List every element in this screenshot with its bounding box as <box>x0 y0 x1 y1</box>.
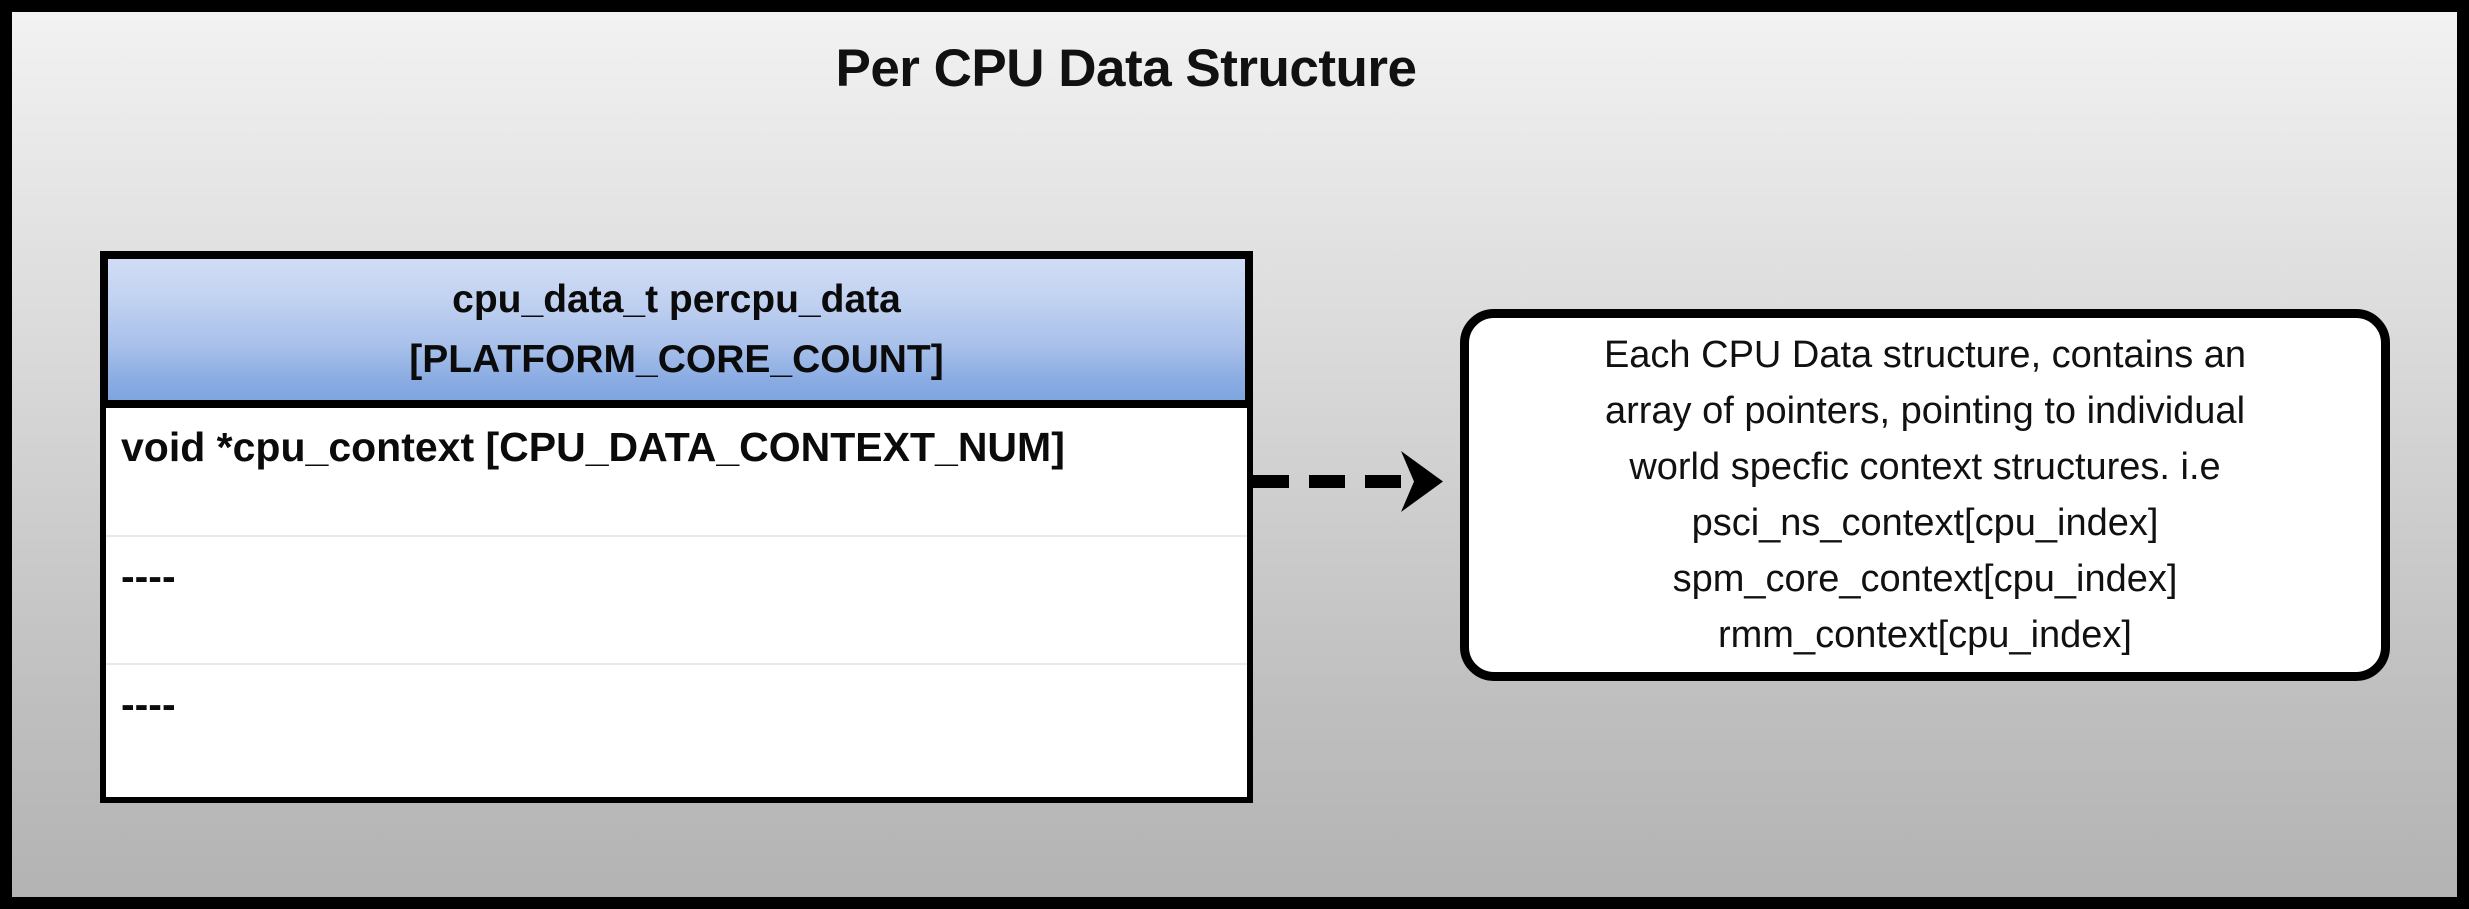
dashed-arrow-icon <box>1253 449 1443 515</box>
struct-field-label: void *cpu_context [CPU_DATA_CONTEXT_NUM] <box>121 424 1065 470</box>
table-row: ---- <box>106 665 1247 794</box>
note-callout: Each CPU Data structure, contains an arr… <box>1460 309 2390 681</box>
note-line: rmm_context[cpu_index] <box>1718 614 2132 656</box>
note-line: spm_core_context[cpu_index] <box>1672 558 2178 600</box>
struct-table-body: void *cpu_context [CPU_DATA_CONTEXT_NUM]… <box>100 408 1253 803</box>
struct-header-line-1: cpu_data_t percpu_data <box>452 277 901 321</box>
struct-table-header: cpu_data_t percpu_data [PLATFORM_CORE_CO… <box>100 251 1253 408</box>
diagram-background: Per CPU Data Structure cpu_data_t percpu… <box>12 12 2457 897</box>
struct-header-line-2: [PLATFORM_CORE_COUNT] <box>409 337 944 381</box>
note-line: Each CPU Data structure, contains an <box>1603 334 2247 376</box>
page-title: Per CPU Data Structure <box>835 39 1417 98</box>
struct-field-label: ---- <box>121 552 176 599</box>
table-row: ---- <box>106 537 1247 665</box>
note-line: world specfic context structures. i.e <box>1629 446 2221 488</box>
struct-field-label: ---- <box>121 681 176 727</box>
table-row: void *cpu_context [CPU_DATA_CONTEXT_NUM] <box>106 408 1247 537</box>
percpu-data-struct-table: cpu_data_t percpu_data [PLATFORM_CORE_CO… <box>100 251 1253 803</box>
note-line: array of pointers, pointing to individua… <box>1604 390 2246 432</box>
note-line: psci_ns_context[cpu_index] <box>1691 502 2159 544</box>
